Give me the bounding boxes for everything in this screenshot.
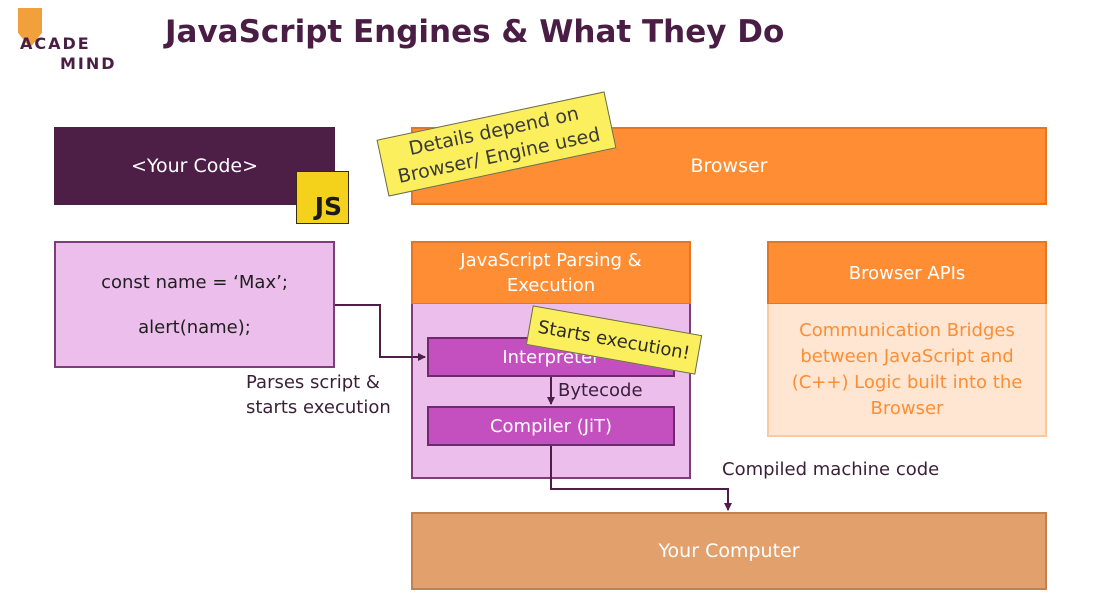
logo-line-2: MIND <box>60 54 117 73</box>
apis-line-3: (C++) Logic built into the <box>791 371 1023 393</box>
your-code-box: <Your Code> <box>54 127 335 205</box>
parsing-execution-header: JavaScript Parsing & Execution <box>411 241 691 305</box>
bytecode-label: Bytecode <box>558 380 643 401</box>
your-computer-box: Your Computer <box>411 512 1047 590</box>
parses-label: Parses script & starts execution <box>246 370 391 420</box>
logo-line-1: ACADE <box>20 34 91 53</box>
browser-apis-header: Browser APIs <box>767 241 1047 305</box>
apis-line-4: Browser <box>870 397 944 419</box>
apis-line-2: between JavaScript and <box>800 345 1014 367</box>
browser-apis-description: Communication Bridges between JavaScript… <box>767 304 1047 437</box>
logo: ACADE MIND <box>20 34 117 74</box>
parsing-header-line-2: Execution <box>506 275 596 296</box>
compiler-box: Compiler (JiT) <box>427 406 675 446</box>
js-logo-icon: JS <box>296 171 349 224</box>
compiled-machine-code-label: Compiled machine code <box>722 459 940 480</box>
slide-title: JavaScript Engines & What They Do <box>165 14 785 50</box>
code-line-2: alert(name); <box>138 316 251 338</box>
parsing-header-line-1: JavaScript Parsing & <box>460 250 642 271</box>
code-sample-box: const name = ‘Max’; alert(name); <box>54 241 335 368</box>
apis-line-1: Communication Bridges <box>799 319 1015 341</box>
parses-label-line-2: starts execution <box>246 397 391 418</box>
parses-label-line-1: Parses script & <box>246 372 380 393</box>
code-line-1: const name = ‘Max’; <box>101 271 288 293</box>
